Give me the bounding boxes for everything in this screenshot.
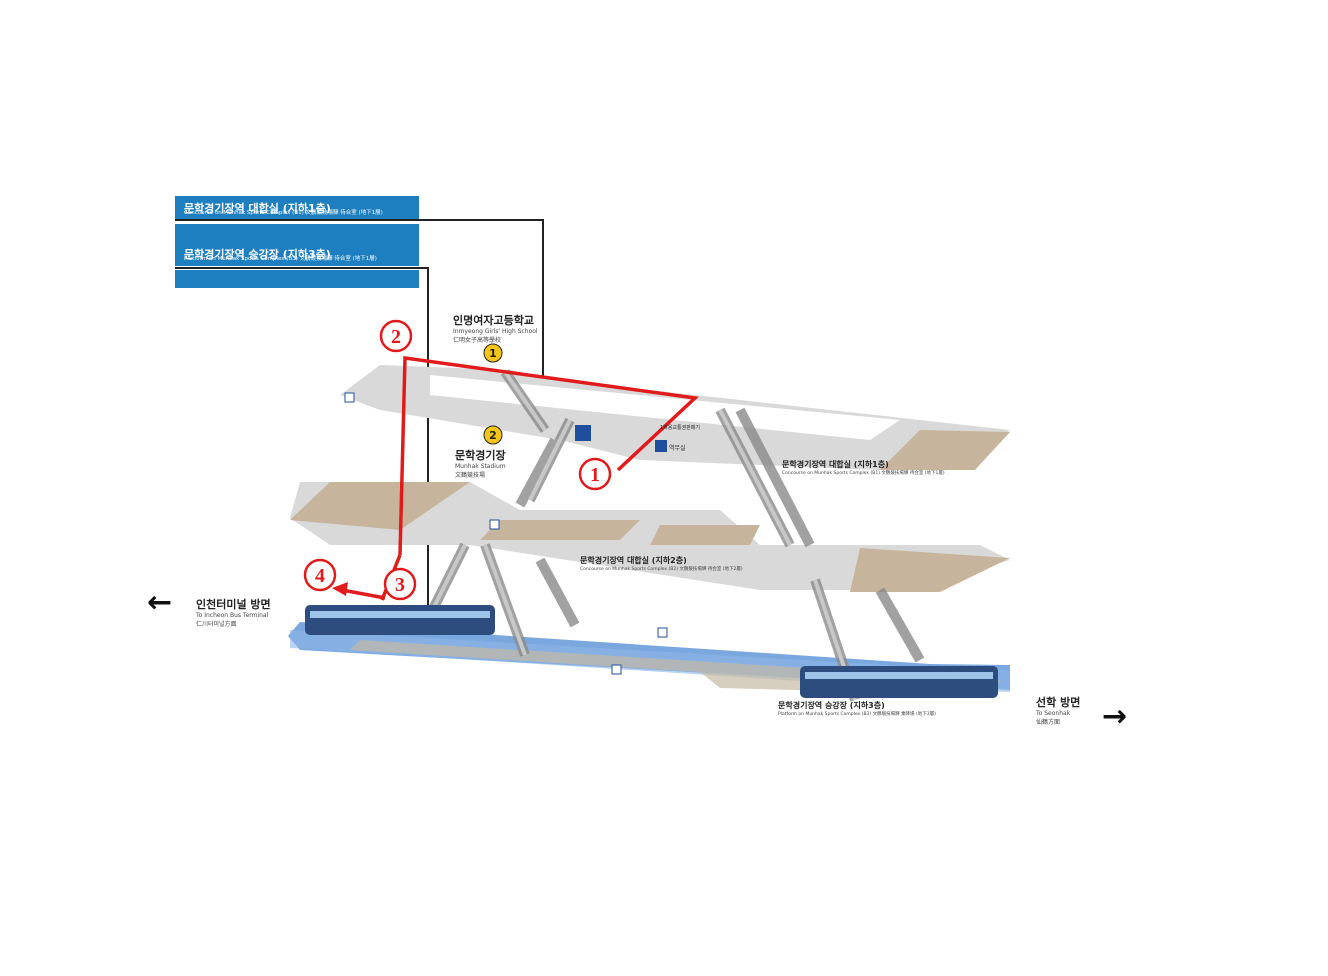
route-markers — [303, 319, 612, 601]
direction-left-korean: 인천터미널 방면 — [196, 598, 271, 611]
elevator-icon-b1 — [344, 392, 355, 403]
arrow-left-icon: ← — [147, 585, 173, 620]
direction-right: 선학 방면 To Seonhak 仙鶴方面 — [1036, 694, 1080, 726]
route-marker-2-circle — [379, 319, 413, 353]
exit-1-korean: 인명여자고등학교 — [453, 314, 534, 327]
direction-left: 인천터미널 방면 To Incheon Bus Terminal 仁川터미널方面 — [196, 596, 271, 628]
direction-right-english: To Seonhak — [1036, 710, 1071, 717]
exit-1-label: 인명여자고등학교 Inmyeong Girls' High School 仁明女… — [453, 312, 538, 344]
b1-right-ground — [880, 430, 1010, 470]
level-label-b1: 문학경기장역 대합실 (지하1층) Concourse on Munhak Sp… — [782, 460, 945, 476]
concourse-b2-floor — [290, 482, 1010, 590]
direction-left-english: To Incheon Bus Terminal — [196, 612, 269, 619]
banner-subtitle: Concourse on Munhak Sports Complex (B1) … — [184, 210, 383, 216]
elevator-icon-b3b — [611, 664, 622, 675]
info-icon — [655, 440, 667, 452]
route-marker-3-circle — [383, 567, 417, 601]
direction-left-hanja: 仁川터미널方面 — [196, 621, 237, 628]
route-arrowhead — [332, 582, 348, 596]
stair-b2-b3-e — [875, 587, 925, 663]
arrow-right-icon: → — [1102, 699, 1128, 734]
b2-center-patch-2 — [650, 525, 760, 545]
elevator-icon-b3 — [657, 627, 668, 638]
level-label-b3: 문학경기장역 승강장 (지하3층) Platform on Munhak Spo… — [778, 701, 936, 717]
stair-b1-b2-b — [515, 437, 560, 508]
exit-1-number: 1 — [489, 347, 497, 360]
restroom-icon — [575, 425, 591, 441]
banner-subtitle: Platform on Munhak Sports Complex (B3) 文… — [184, 256, 377, 262]
b2-left-ground — [290, 482, 470, 530]
route-marker-2: 2 — [391, 326, 401, 348]
station-office-label: 역무실 — [669, 445, 686, 452]
exit-2-korean: 문학경기장 — [455, 449, 506, 462]
direction-right-hanja: 仙鶴方面 — [1036, 719, 1061, 726]
escalator-b1-b2-b — [735, 407, 815, 548]
route-marker-1: 1 — [590, 464, 600, 486]
exit-2-label: 문학경기장 Munhak Stadium 文鶴競技場 — [455, 447, 506, 479]
route-marker-3: 3 — [395, 574, 405, 596]
route-marker-4-circle — [303, 558, 337, 592]
exit-2-number: 2 — [489, 429, 497, 442]
train-right — [800, 666, 998, 698]
exit-1-icon — [483, 343, 503, 363]
direction-right-korean: 선학 방면 — [1036, 696, 1081, 709]
exit-2-hanja: 文鶴競技場 — [455, 472, 486, 479]
exit-1-english: Inmyeong Girls' High School — [453, 328, 538, 335]
route-marker-1-circle — [578, 457, 612, 491]
exit-2-icon — [483, 425, 503, 445]
train-left — [305, 605, 495, 635]
banner-title: 문학경기장역 승강장 (지하3층) — [184, 248, 331, 261]
stair-b2-b3-c — [535, 557, 580, 628]
b2-center-patch — [480, 520, 640, 540]
level-label-b2: 문학경기장역 대합실 (지하2층) Concourse on Munhak Sp… — [580, 556, 743, 572]
route-marker-4: 4 — [315, 565, 325, 587]
b1-void — [430, 375, 900, 440]
elevator-icon-b2 — [489, 519, 500, 530]
ticket-machine-label: 1회용교통권판매기 — [660, 425, 700, 431]
banner-title: 문학경기장역 대합실 (지하1층) — [184, 202, 331, 215]
leader-line-b1 — [175, 219, 544, 385]
exit-2-english: Munhak Stadium — [455, 463, 506, 470]
b2-right-ground — [850, 548, 1010, 592]
exit-1-hanja: 仁明女子高等學校 — [453, 337, 502, 344]
